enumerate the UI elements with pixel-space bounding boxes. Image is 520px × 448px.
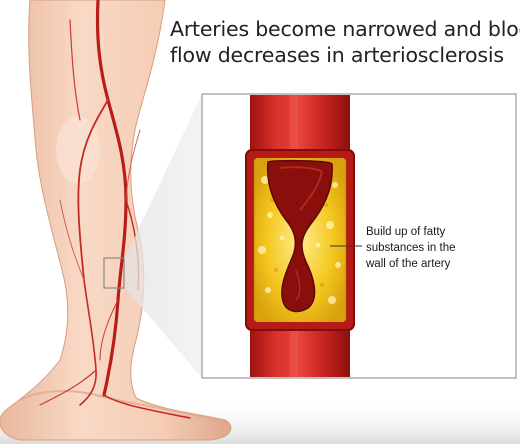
title-line-1: Arteries become narrowed and blood: [170, 16, 515, 42]
title-line-2: flow decreases in arteriosclerosis: [170, 42, 515, 68]
diagram-title: Arteries become narrowed and blood flow …: [170, 16, 515, 68]
callout-line-2: substances in the: [366, 240, 506, 256]
artery-cross-section: [246, 95, 354, 377]
callout-line-1: Build up of fatty: [366, 224, 506, 240]
callout-line-3: wall of the artery: [366, 256, 506, 272]
plaque-callout-label: Build up of fatty substances in the wall…: [366, 224, 506, 272]
